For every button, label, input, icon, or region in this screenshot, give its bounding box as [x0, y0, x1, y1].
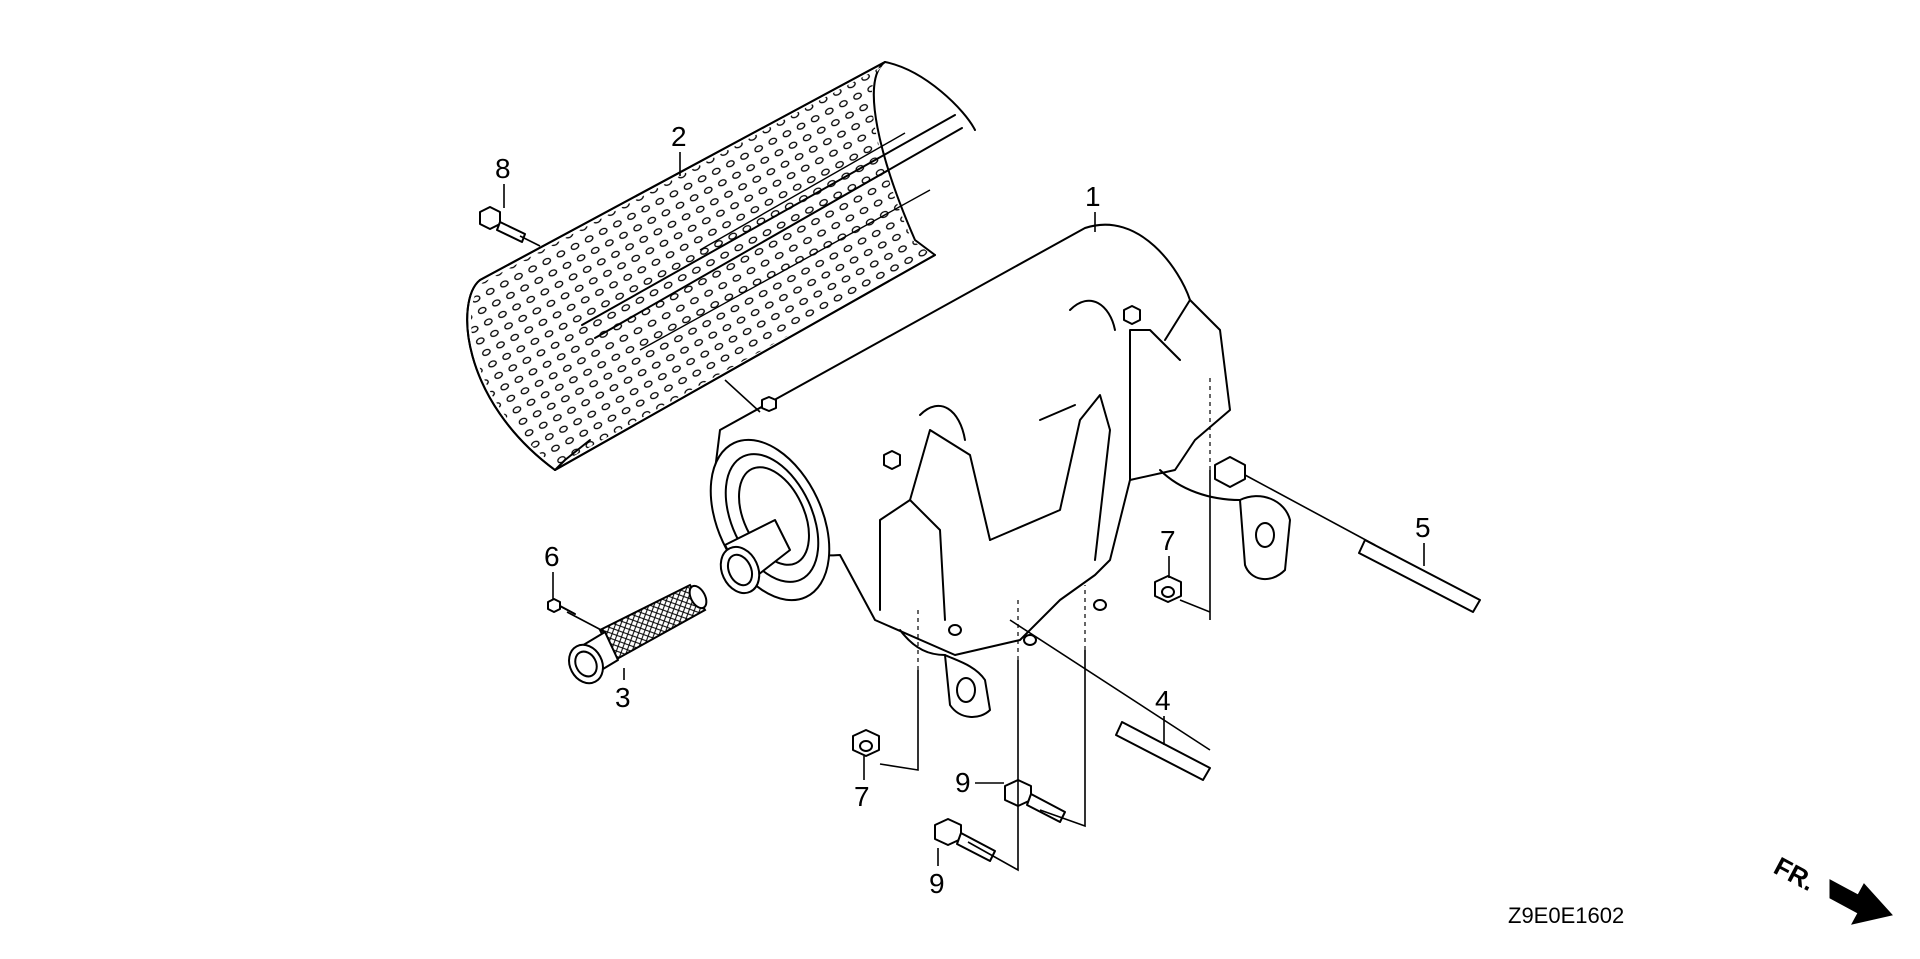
callout-5: 5: [1415, 512, 1431, 566]
muffler-body: [709, 223, 1291, 718]
front-direction-arrow-icon: [1829, 879, 1893, 925]
svg-text:5: 5: [1415, 512, 1431, 543]
front-direction-label: FR.: [1769, 851, 1820, 897]
callout-9-upper: 9: [955, 767, 1004, 798]
diagram-code: Z9E0E1602: [1508, 903, 1624, 928]
svg-text:2: 2: [671, 121, 687, 152]
callout-1: 1: [1085, 181, 1101, 232]
callout-8: 8: [495, 153, 511, 208]
svg-text:7: 7: [854, 781, 870, 812]
callout-7-upper: 7: [1160, 525, 1176, 578]
assembly-guide-lines: [519, 235, 1376, 872]
stud-bolt-4: [1115, 721, 1211, 781]
nut-7-upper: [1154, 575, 1182, 603]
callout-9-lower: 9: [929, 848, 945, 899]
perforated-heat-shield: [466, 61, 976, 471]
callout-6: 6: [544, 541, 560, 600]
svg-text:8: 8: [495, 153, 511, 184]
svg-text:9: 9: [929, 868, 945, 899]
svg-text:7: 7: [1160, 525, 1176, 556]
callout-3: 3: [615, 668, 631, 713]
callout-4: 4: [1155, 685, 1171, 745]
callout-2: 2: [671, 121, 687, 176]
svg-text:9: 9: [955, 767, 971, 798]
spark-arrester: [568, 583, 708, 685]
svg-text:4: 4: [1155, 685, 1171, 716]
front-direction-indicator: FR.: [1769, 851, 1893, 925]
screw-6: [547, 598, 576, 615]
stud-bolt-5: [1358, 539, 1481, 613]
svg-text:3: 3: [615, 682, 631, 713]
svg-text:6: 6: [544, 541, 560, 572]
callout-7-lower: 7: [854, 756, 870, 812]
nut-7-lower: [852, 729, 880, 757]
bolt-8: [479, 206, 526, 243]
svg-text:1: 1: [1085, 181, 1101, 212]
bolt-9-lower: [934, 818, 996, 862]
